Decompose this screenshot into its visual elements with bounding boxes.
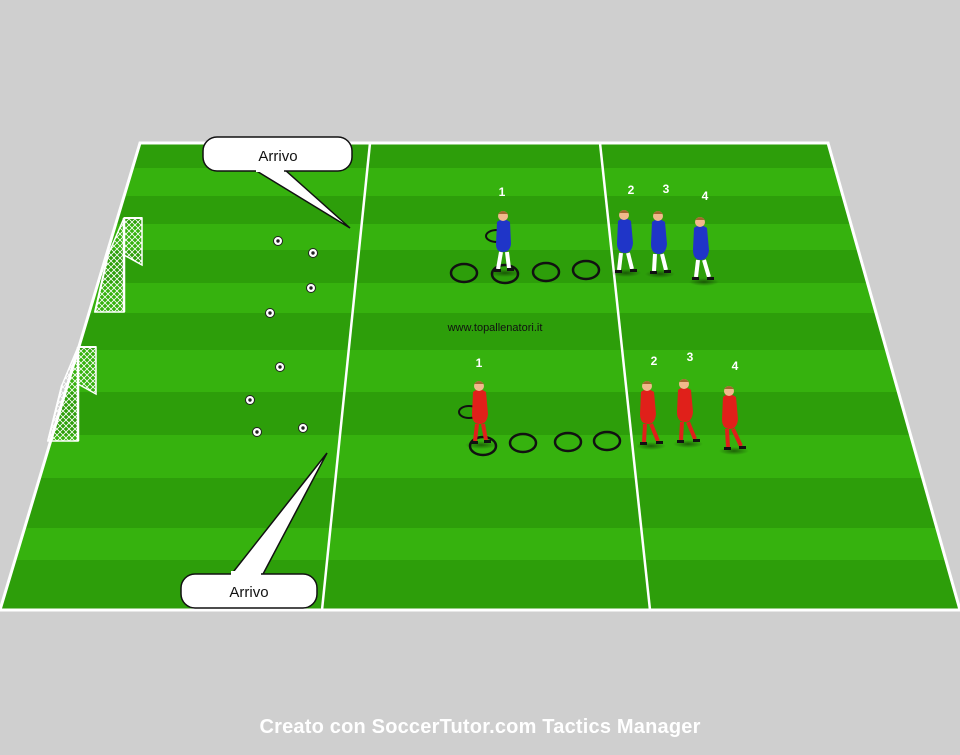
ring xyxy=(592,430,622,452)
zone-line-left xyxy=(320,142,372,611)
ball xyxy=(306,283,316,293)
blue-player-3 xyxy=(645,211,675,278)
ball xyxy=(245,395,255,405)
goal-bottom xyxy=(47,346,97,442)
goal-top xyxy=(94,217,143,313)
red-player-1 xyxy=(458,381,497,449)
blue-player-4 xyxy=(689,217,719,286)
zone-line-right xyxy=(598,142,652,611)
red-number-1: 1 xyxy=(476,356,483,370)
callout-top: Arrivo xyxy=(202,136,353,229)
ring xyxy=(508,432,538,454)
footer-credit: Creato con SoccerTutor.com Tactics Manag… xyxy=(259,716,701,738)
pitch-stripes xyxy=(0,143,960,610)
red-number-3: 3 xyxy=(687,350,694,364)
ball xyxy=(275,362,285,372)
blue-number-1: 1 xyxy=(499,185,506,199)
blue-player-1 xyxy=(485,211,521,277)
ring xyxy=(531,261,561,283)
ring xyxy=(553,431,583,453)
blue-player-2 xyxy=(611,210,641,277)
pitch-outline xyxy=(0,141,960,612)
ball xyxy=(273,236,283,246)
red-player-4 xyxy=(719,386,749,455)
callout-top-label: Arrivo xyxy=(258,148,297,165)
red-player-2 xyxy=(636,381,666,450)
blue-number-2: 2 xyxy=(628,183,635,197)
blue-number-3: 3 xyxy=(663,182,670,196)
ball xyxy=(308,248,318,258)
ring xyxy=(449,262,479,284)
ball xyxy=(252,427,262,437)
ball xyxy=(298,423,308,433)
callout-bottom: Arrivo xyxy=(180,452,328,609)
red-number-4: 4 xyxy=(732,359,739,373)
ball xyxy=(265,308,275,318)
callout-bottom-label: Arrivo xyxy=(229,584,268,601)
balls xyxy=(245,236,318,437)
watermark-text: www.topallenatori.it xyxy=(447,322,543,334)
pitch xyxy=(0,141,960,612)
ring xyxy=(571,259,601,281)
red-player-3 xyxy=(673,379,703,448)
red-number-2: 2 xyxy=(651,354,658,368)
blue-number-4: 4 xyxy=(702,189,709,203)
